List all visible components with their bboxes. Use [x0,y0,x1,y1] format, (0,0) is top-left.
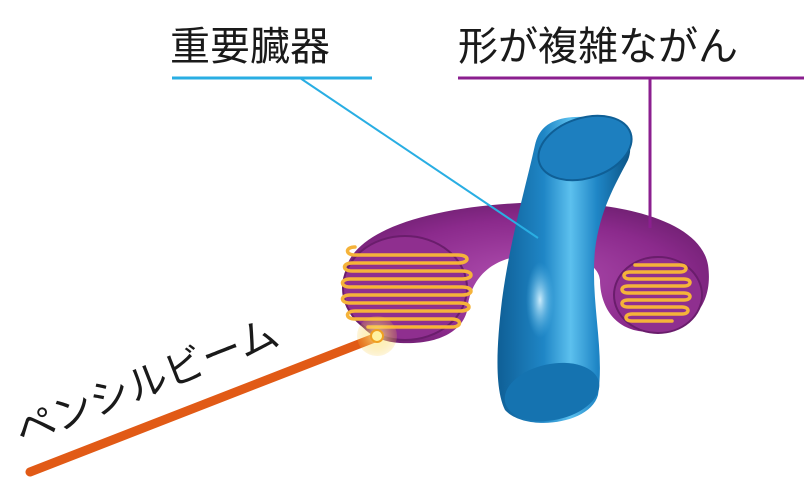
tumor-label: 形が複雑ながん [458,24,738,70]
organ-label: 重要臓器 [170,24,330,70]
organ-bottom-opening [504,362,600,422]
organ-tube [497,116,631,423]
organ-top-opening [537,114,633,182]
pencil-beam [25,332,382,477]
scan-wave-right [620,263,692,323]
organ-leader-line [299,77,539,239]
beam-label: ペンシルビーム [9,310,285,455]
organ-highlight [526,262,554,338]
beam-spot [370,329,384,343]
scan-wave-left [340,245,473,329]
